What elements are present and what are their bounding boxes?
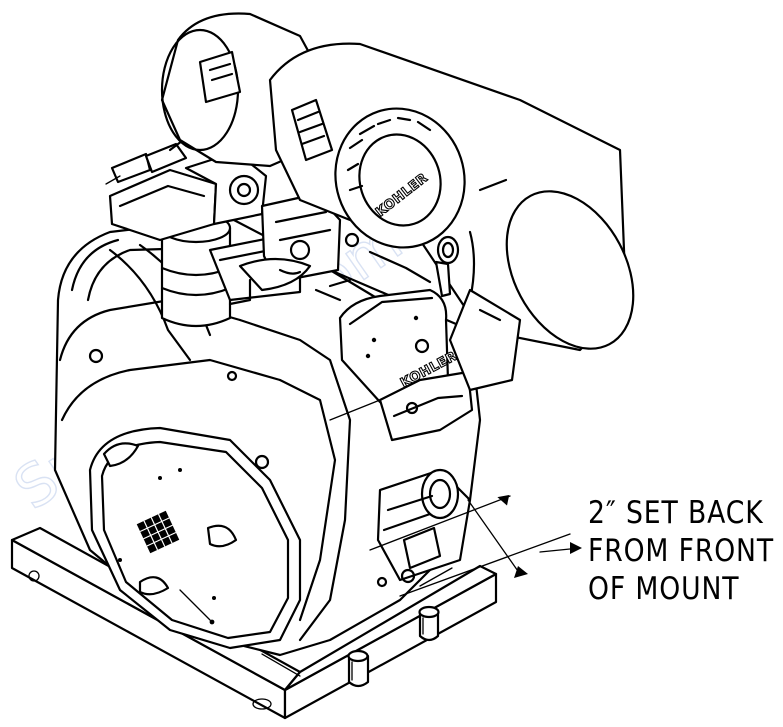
setback-callout: 2″ SET BACK FROM FRONT OF MOUNT [588,494,774,608]
lifting-eye [434,235,460,298]
control-panel: KOHLER [338,288,474,442]
standoff-right [418,605,440,642]
callout-line-3: OF MOUNT [588,571,740,607]
flywheel-cover [88,426,302,650]
air-cleaner: KOHLER [160,12,635,392]
flywheel-grille [136,510,180,554]
carburetor-linkage [105,136,432,306]
callout-line-2: FROM FRONT [588,533,775,569]
starter-motor [376,468,472,588]
setback-dimension [369,495,582,597]
callout-line-1: 2″ SET BACK [588,495,764,531]
standoff-left [347,649,370,688]
